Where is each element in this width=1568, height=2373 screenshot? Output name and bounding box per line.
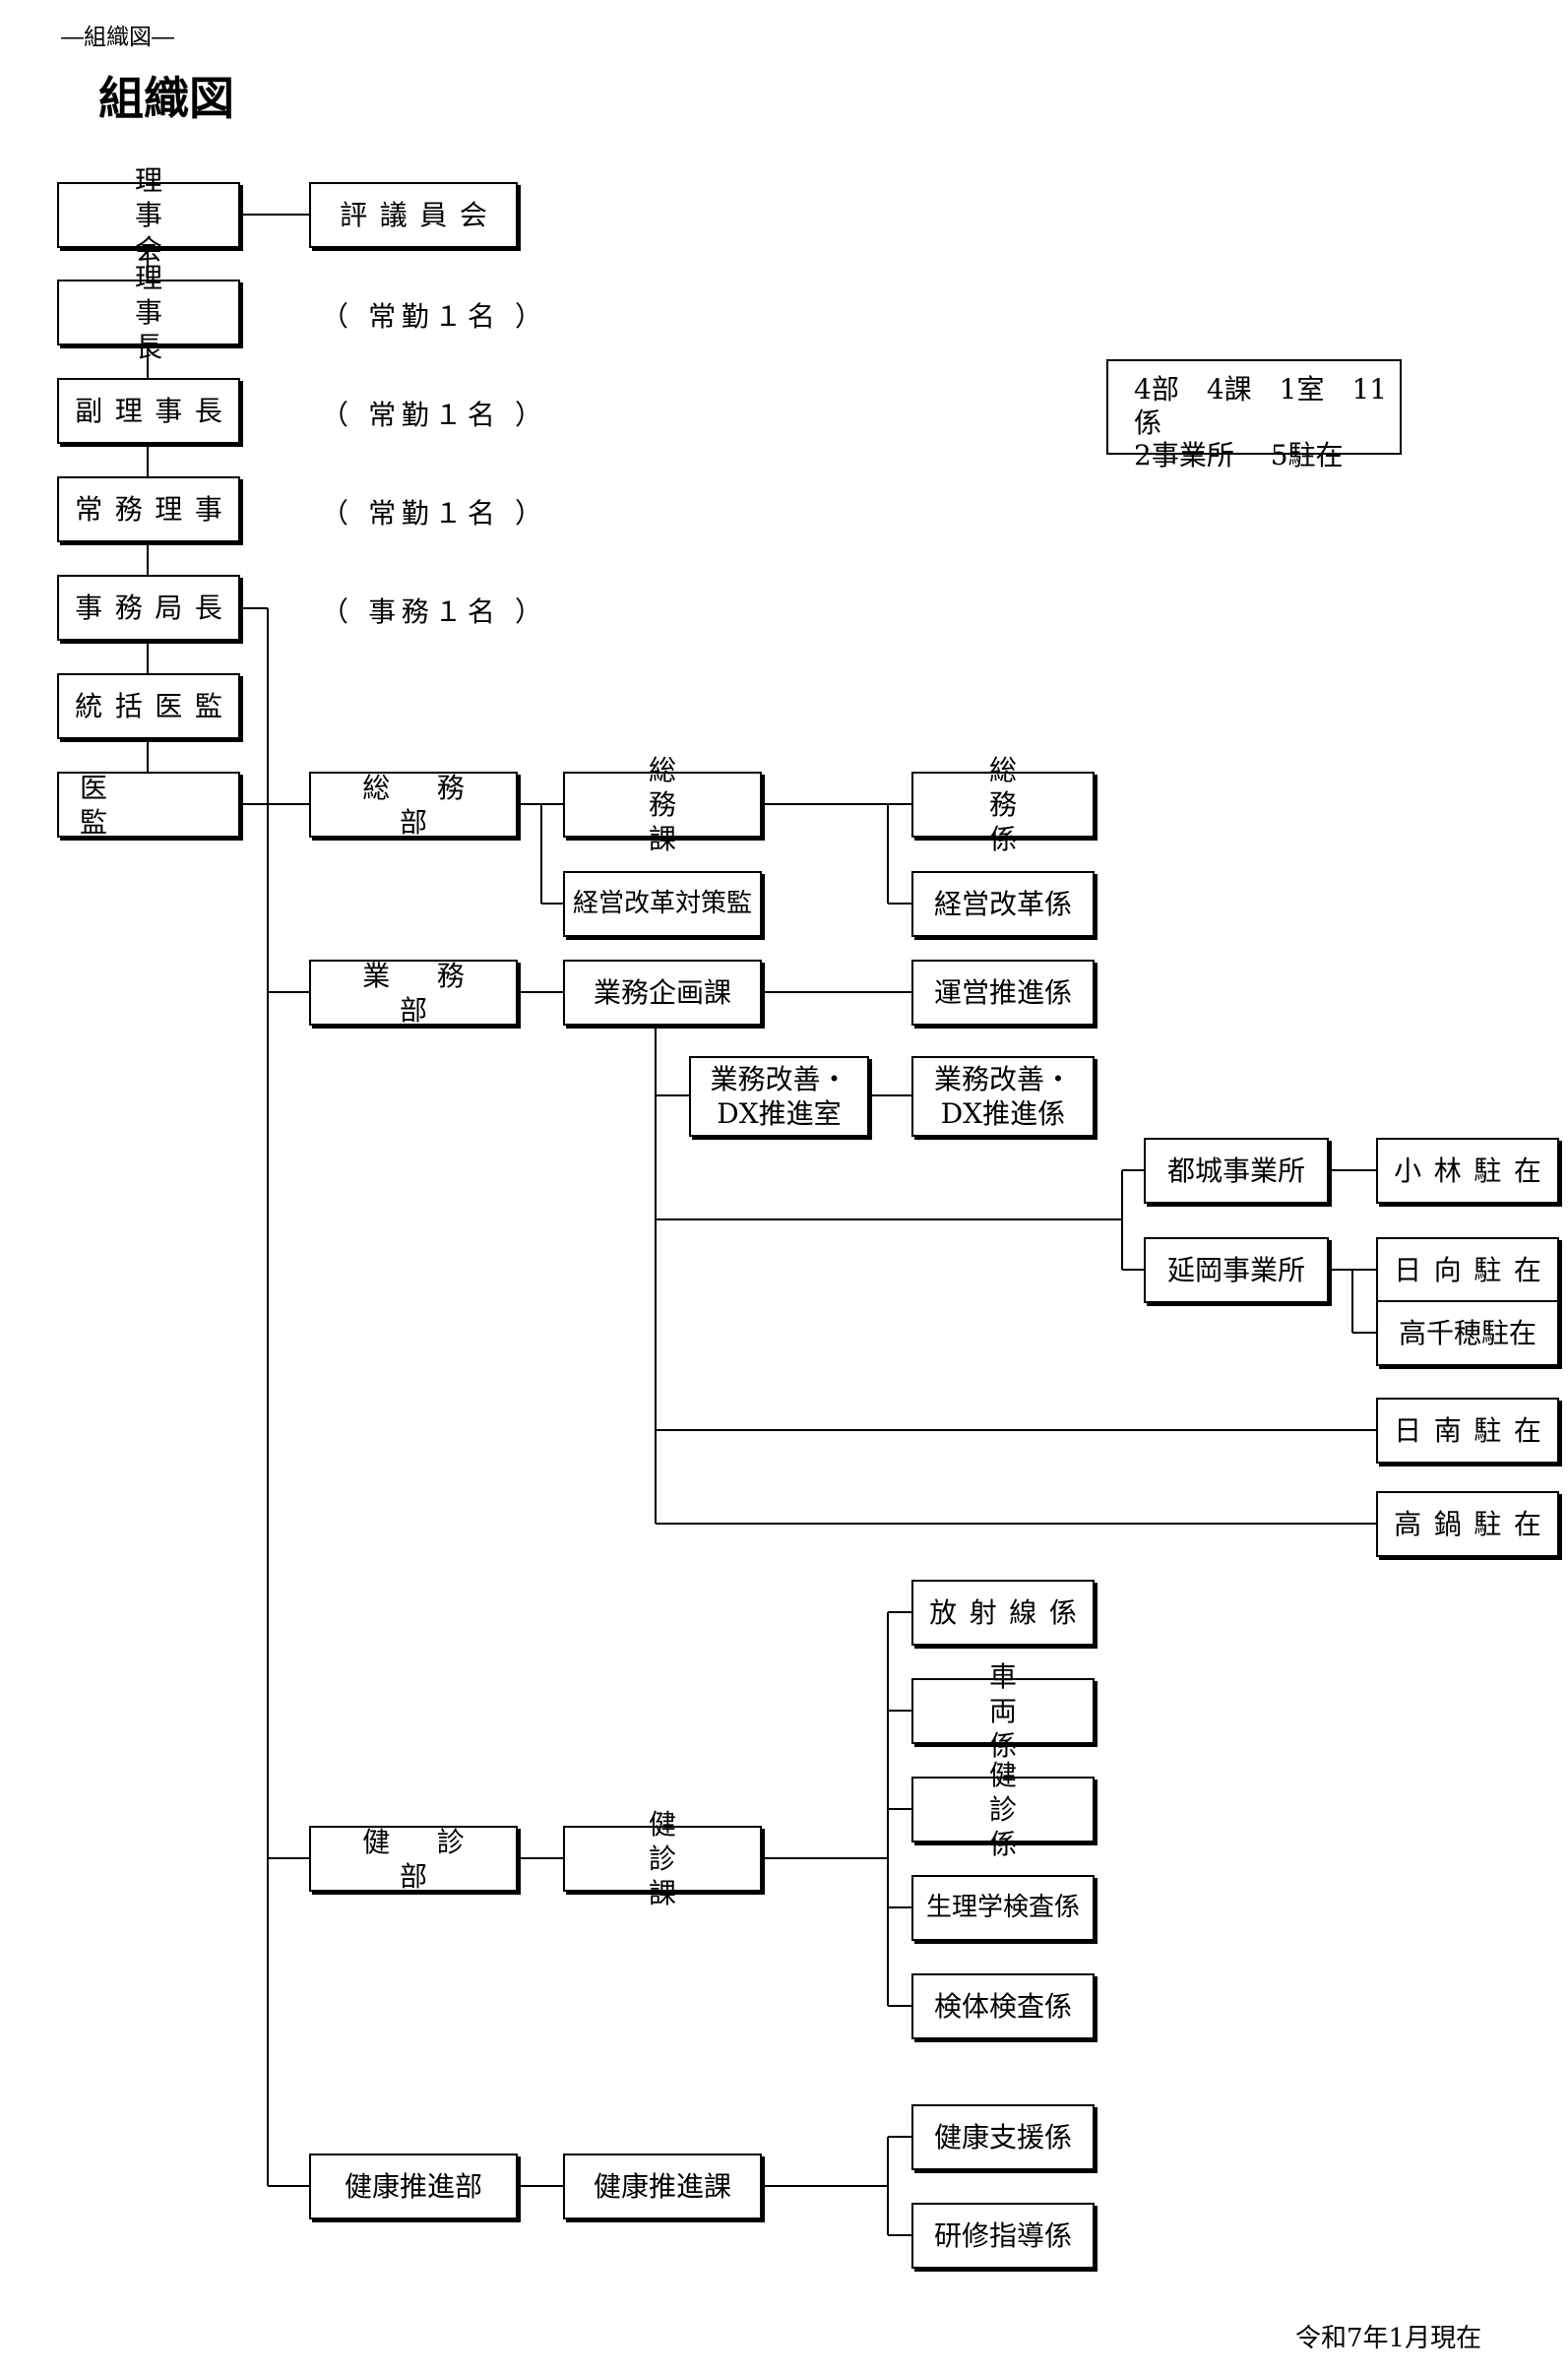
dx-office-line-2: DX推進室 <box>717 1097 842 1130</box>
general-affairs-unit-box: 総務係 <box>911 754 1095 855</box>
nichinan-post-box: 日南駐在 <box>1376 1398 1559 1464</box>
chairman-box: 理事長 <box>57 262 240 363</box>
dx-unit-line-2: DX推進係 <box>940 1097 1066 1130</box>
vehicle-unit-box: 車両係 <box>911 1660 1095 1762</box>
dx-office-line-1: 業務改善・ <box>710 1063 848 1095</box>
managing-director-box: 常務理事 <box>57 476 240 542</box>
radiology-unit-box: 放射線係 <box>911 1580 1095 1646</box>
hyuga-post-box: 日向駐在 <box>1376 1237 1559 1303</box>
checkup-unit-box: 健診係 <box>911 1759 1095 1860</box>
medical-supervisor-label: 医監 <box>79 771 223 839</box>
summary-line-1: 4部 4課 1室 11係 <box>1134 373 1388 439</box>
health-promotion-section-box: 健康推進課 <box>563 2154 762 2219</box>
caption: ―組織図― <box>61 25 174 50</box>
medical-supervisor-box: 医監 <box>57 771 240 839</box>
takanabe-post-box: 高鍋駐在 <box>1376 1491 1559 1557</box>
dx-promotion-office-box: 業務改善・ DX推進室 <box>689 1056 869 1137</box>
managing-director-staff-note: （ 常勤１名 ） <box>321 497 548 530</box>
council-box: 評議員会 <box>309 182 518 248</box>
secretary-general-box: 事務局長 <box>57 575 240 641</box>
miyakonojo-office-box: 都城事業所 <box>1144 1138 1329 1204</box>
secretary-general-staff-note: （ 事務１名 ） <box>321 595 548 628</box>
health-checkup-section-box: 健診課 <box>563 1808 762 1909</box>
takachiho-post-box: 高千穂駐在 <box>1376 1300 1559 1366</box>
management-reform-unit-box: 経営改革係 <box>911 871 1095 937</box>
board-box: 理事会 <box>57 164 240 266</box>
general-affairs-section-box: 総務課 <box>563 754 762 855</box>
nobeoka-office-box: 延岡事業所 <box>1144 1237 1329 1303</box>
vice-chairman-box: 副理事長 <box>57 378 240 444</box>
chairman-staff-note: （ 常勤１名 ） <box>321 300 548 333</box>
summary-box: 4部 4課 1室 11係 2事業所 5駐在 <box>1106 359 1402 471</box>
dx-unit-line-1: 業務改善・ <box>933 1063 1072 1095</box>
health-checkup-department-box: 健診部 <box>309 1826 518 1893</box>
as-of-date: 令和7年1月現在 <box>1295 2324 1482 2353</box>
chief-medical-supervisor-box: 統括医監 <box>57 673 240 739</box>
vice-chairman-staff-note: （ 常勤１名 ） <box>321 399 548 431</box>
operations-planning-section-box: 業務企画課 <box>563 960 762 1026</box>
health-promotion-department-box: 健康推進部 <box>309 2154 518 2219</box>
summary-line-2: 2事業所 5駐在 <box>1134 439 1344 472</box>
training-guidance-unit-box: 研修指導係 <box>911 2203 1095 2269</box>
reform-supervisor-box: 経営改革対策監 <box>563 871 762 937</box>
specimen-test-unit-box: 検体検査係 <box>911 1973 1095 2039</box>
operations-department-box: 業務部 <box>309 960 518 1027</box>
kobayashi-post-box: 小林駐在 <box>1376 1138 1559 1204</box>
operations-promotion-unit-box: 運営推進係 <box>911 960 1095 1026</box>
physiology-test-unit-box: 生理学検査係 <box>911 1875 1095 1941</box>
page-title: 組織図 <box>98 72 234 125</box>
general-affairs-department-box: 総務部 <box>309 772 518 839</box>
dx-promotion-unit-box: 業務改善・ DX推進係 <box>911 1056 1095 1137</box>
health-support-unit-box: 健康支援係 <box>911 2104 1095 2170</box>
